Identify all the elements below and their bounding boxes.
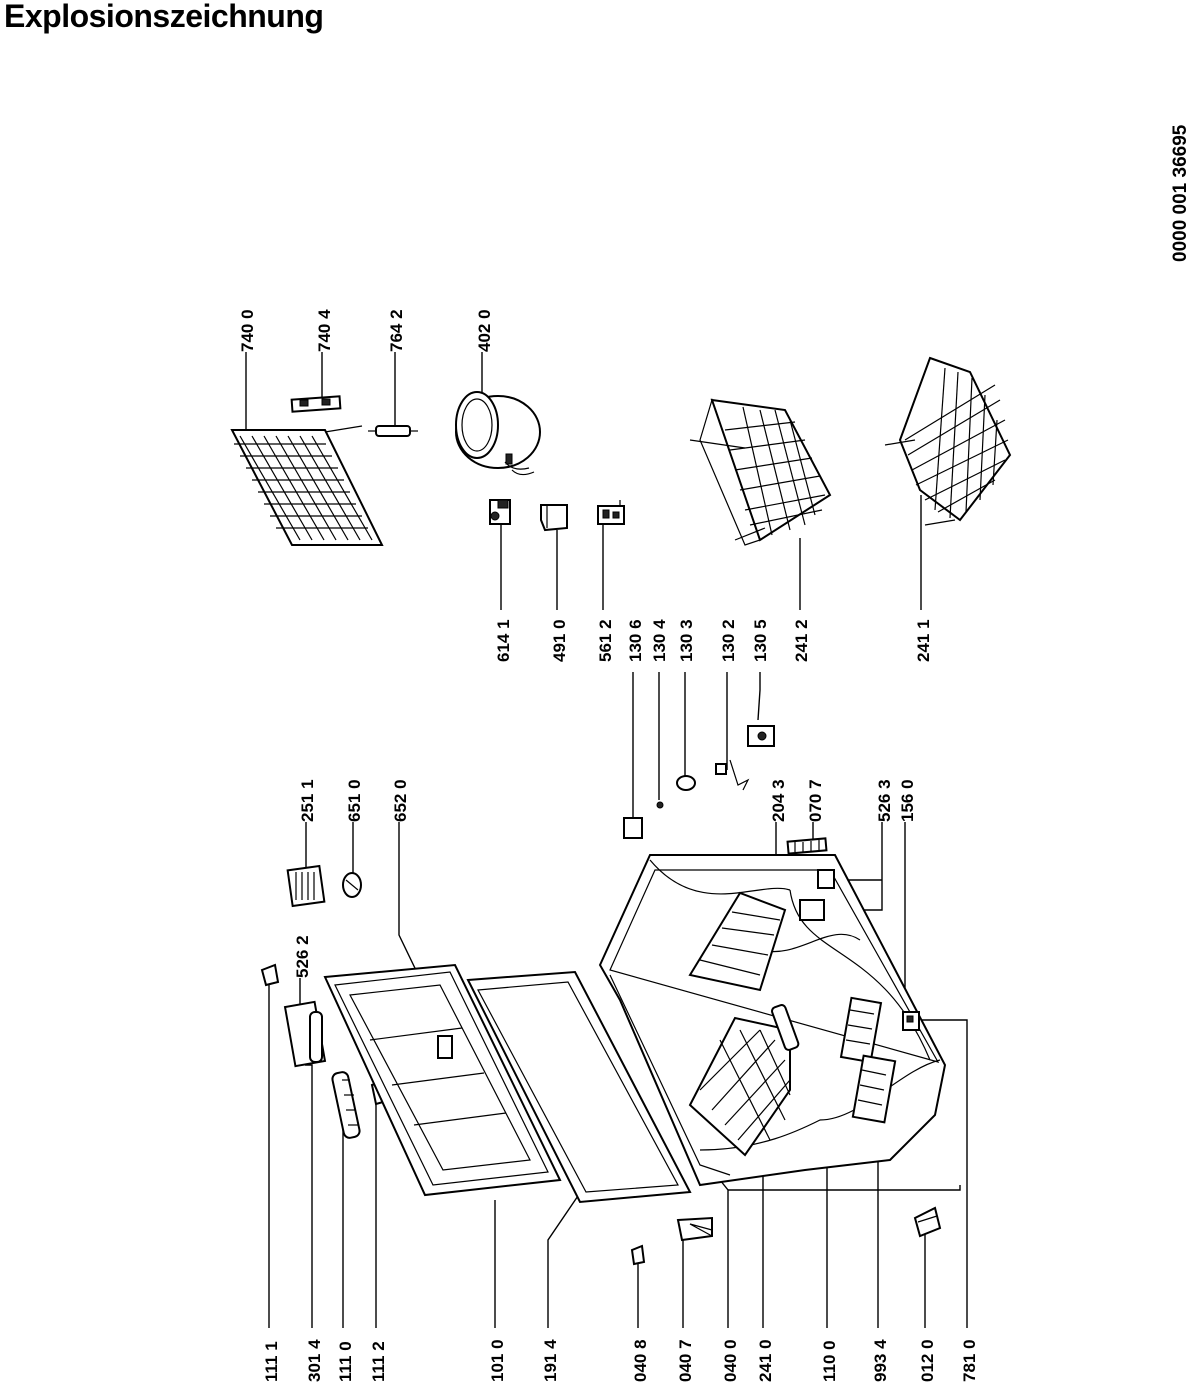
hinge-cover [623, 817, 643, 839]
drain-plug [902, 1011, 920, 1031]
part-label-491-0: 491 0 [550, 619, 569, 662]
part-label-101-0: 101 0 [488, 1339, 507, 1382]
bottom-labels: 111 1 301 4 111 0 111 2 101 0 191 4 040 … [262, 1339, 979, 1382]
inner-basket [688, 1016, 791, 1157]
part-label-156-0: 156 0 [898, 779, 917, 822]
screw [656, 801, 664, 809]
lid-gasket [466, 970, 692, 1204]
middle-labels: 614 1 491 0 561 2 130 6 130 4 130 3 130 … [494, 619, 933, 822]
control-parts [786, 837, 883, 1064]
compressor [455, 391, 541, 476]
freezer-lid [323, 963, 562, 1197]
lock-ring [676, 775, 696, 791]
part-label-040-0: 040 0 [721, 1339, 740, 1382]
part-label-111-2: 111 2 [369, 1341, 388, 1382]
document-number: 0000 001 36695 [1170, 124, 1186, 262]
feet-and-spacers [630, 1206, 942, 1266]
upper-left-labels: 251 1 526 2 651 0 652 0 [293, 779, 410, 978]
part-label-993-4: 993 4 [871, 1339, 890, 1382]
part-label-781-0: 781 0 [960, 1339, 979, 1382]
lid-lock [437, 1035, 453, 1059]
small-hinge-parts [623, 725, 775, 839]
thermostat [489, 499, 511, 525]
part-label-651-0: 651 0 [345, 779, 364, 822]
large-wire-basket [884, 356, 1012, 526]
part-label-764-2: 764 2 [387, 309, 406, 352]
part-label-130-2: 130 2 [719, 619, 738, 662]
part-label-130-4: 130 4 [650, 619, 669, 662]
part-label-301-4: 301 4 [305, 1339, 324, 1382]
lid-handles [283, 1000, 361, 1139]
part-label-012-0: 012 0 [918, 1339, 937, 1382]
part-label-130-6: 130 6 [626, 619, 645, 662]
part-label-526-3: 526 3 [875, 779, 894, 822]
condenser-bracket [290, 395, 342, 413]
part-label-040-7: 040 7 [676, 1339, 695, 1382]
part-label-251-1: 251 1 [298, 779, 317, 822]
filter-drier [368, 425, 418, 437]
condenser-coil [230, 425, 384, 546]
cover-cap [540, 504, 568, 532]
part-label-241-1: 241 1 [914, 619, 933, 662]
small-wire-basket [689, 398, 832, 546]
part-label-241-2: 241 2 [792, 619, 811, 662]
part-label-740-4: 740 4 [315, 309, 334, 352]
top-labels: 740 0 740 4 764 2 402 0 [238, 309, 494, 352]
inner-rack [688, 891, 787, 992]
part-label-111-0: 111 0 [336, 1341, 355, 1382]
part-label-402-0: 402 0 [475, 309, 494, 352]
part-label-561-2: 561 2 [596, 619, 615, 662]
lamp-and-socket [286, 864, 362, 908]
part-label-040-8: 040 8 [631, 1339, 650, 1382]
part-label-110-0: 110 0 [820, 1340, 839, 1382]
part-label-070-7: 070 7 [806, 779, 825, 822]
part-label-204-3: 204 3 [769, 779, 788, 822]
ventilation-grille [851, 1054, 897, 1124]
part-label-241-0: 241 0 [756, 1339, 775, 1382]
page-title: Explosionszeichnung [4, 0, 324, 34]
part-label-130-3: 130 3 [677, 619, 696, 662]
part-label-111-1: 111 1 [262, 1341, 281, 1382]
part-label-526-2: 526 2 [293, 935, 312, 978]
leader-lines [245, 352, 968, 1328]
part-label-652-0: 652 0 [391, 779, 410, 822]
clip [715, 763, 727, 775]
starter-relay [597, 500, 625, 525]
part-label-191-4: 191 4 [541, 1339, 560, 1382]
part-label-130-5: 130 5 [751, 619, 770, 662]
part-label-614-1: 614 1 [494, 619, 513, 662]
part-label-740-0: 740 0 [238, 309, 257, 352]
inner-handle [771, 1004, 800, 1051]
